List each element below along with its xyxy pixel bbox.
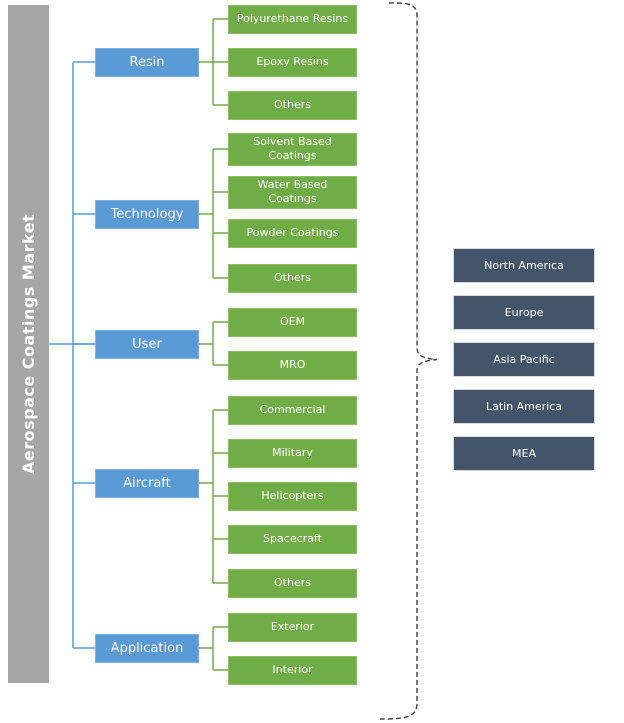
item-box-military: Military	[228, 438, 357, 468]
item-box-polyurethane-resins: Polyurethane Resins	[228, 4, 357, 34]
item-box-interior: Interior	[228, 655, 357, 685]
item-box-spacecraft: Spacecraft	[228, 524, 357, 554]
segment-box-application: Application	[95, 633, 199, 663]
item-box-mro: MRO	[228, 350, 357, 380]
item-box-others: Others	[228, 90, 357, 120]
item-box-commercial: Commercial	[228, 395, 357, 425]
segment-box-resin: Resin	[95, 47, 199, 77]
region-box-north-america: North America	[453, 248, 595, 283]
item-box-epoxy-resins: Epoxy Resins	[228, 47, 357, 77]
segment-box-aircraft: Aircraft	[95, 468, 199, 498]
region-box-latin-america: Latin America	[453, 389, 595, 424]
segment-box-technology: Technology	[95, 199, 199, 229]
item-box-exterior: Exterior	[228, 612, 357, 642]
grouping-brace-dashed	[379, 2, 438, 720]
root-label-bar: Aerospace Coatings Market	[8, 5, 49, 683]
item-box-others: Others	[228, 568, 357, 598]
item-box-helicopters: Helicopters	[228, 481, 357, 511]
item-box-solvent-based-coatings: Solvent Based Coatings	[228, 132, 357, 166]
region-box-asia-pacific: Asia Pacific	[453, 342, 595, 377]
region-box-europe: Europe	[453, 295, 595, 330]
segment-box-user: User	[95, 329, 199, 359]
item-box-oem: OEM	[228, 307, 357, 337]
region-box-mea: MEA	[453, 436, 595, 471]
item-box-powder-coatings: Powder Coatings	[228, 218, 357, 248]
item-box-water-based-coatings: Water Based Coatings	[228, 175, 357, 209]
item-box-others: Others	[228, 263, 357, 293]
